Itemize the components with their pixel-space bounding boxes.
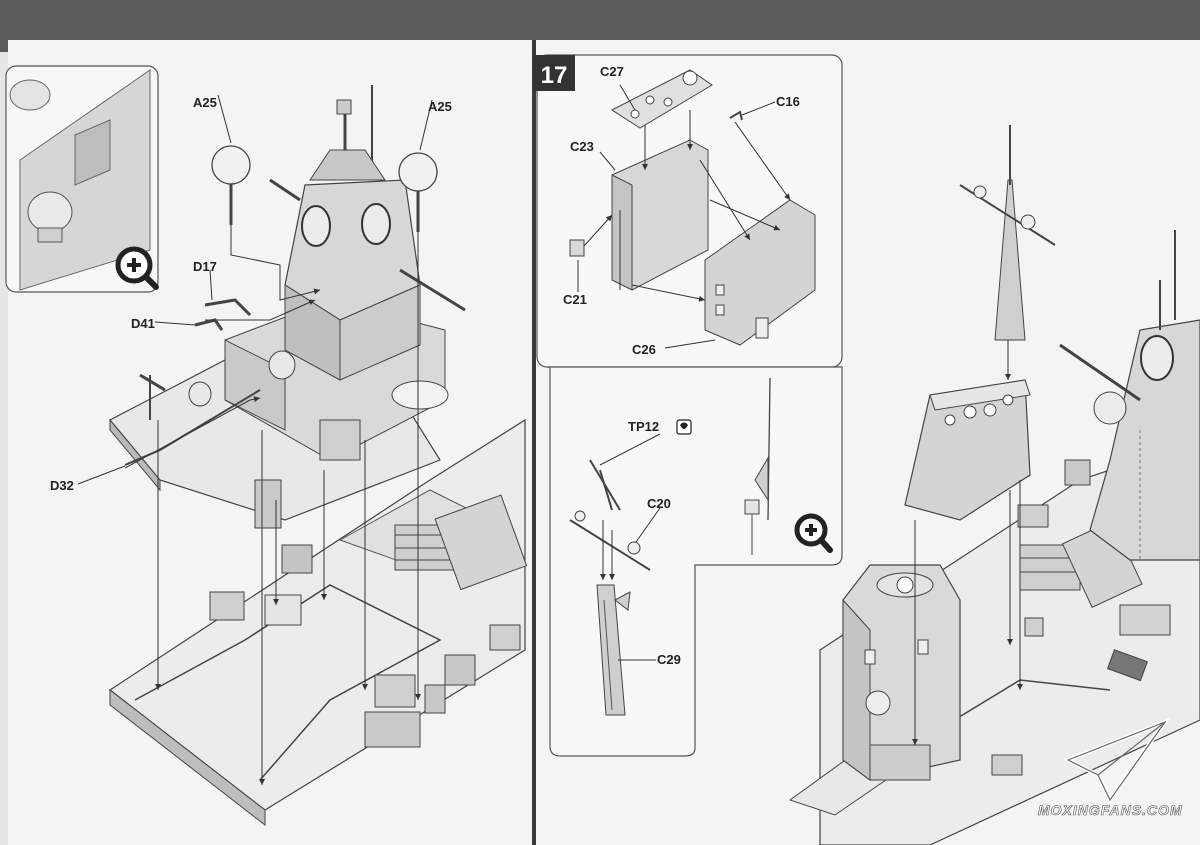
superstructure-deck-left [108,418,528,827]
magnify-plus-icon [794,513,833,553]
part-c21 [569,239,585,257]
bridge-top-right [904,379,1031,521]
part-d17 [204,298,252,317]
part-d41 [194,318,224,331]
inset-detail-box [5,65,159,293]
mast-right [959,125,1056,341]
label-d41: D41 [131,316,155,331]
label-c16: C16 [776,94,800,109]
mast-tower-left [139,85,466,420]
label-a25-right: A25 [428,99,452,114]
missile-launcher [394,494,528,591]
label-c29: C29 [657,652,681,667]
label-c20: C20 [647,496,671,511]
label-d32: D32 [50,478,74,493]
mast-tower-right [1059,230,1200,561]
part-d32 [124,389,261,466]
mast-c29-assembly [569,377,771,716]
label-a25-left: A25 [193,95,217,110]
watermark-text: MOXINGFANS.COM [1038,802,1183,818]
glue-icon [676,419,692,435]
step-number: 17 [541,62,568,89]
radome-a25-right [398,152,438,232]
label-d17: D17 [193,259,217,274]
part-c26-wall [704,199,816,346]
label-c26: C26 [632,342,656,357]
radome-a25-left [211,145,251,225]
assembly-arrows-mast [599,433,661,661]
magnify-plus-icon [115,246,159,290]
paper-plane-logo-icon [1063,717,1171,804]
page-gutter [532,40,536,845]
part-c16 [729,110,743,121]
assembly-arrows-left [77,94,433,785]
forward-structure-right [842,564,961,781]
part-c27-top [610,69,713,129]
part-c23-wall [611,139,709,291]
label-c27: C27 [600,64,624,79]
assembly-arrows-step17 [577,84,791,349]
assembly-arrows-right [912,340,1023,745]
label-c21: C21 [563,292,587,307]
label-tp12: TP12 [628,419,659,434]
label-c23: C23 [570,139,594,154]
